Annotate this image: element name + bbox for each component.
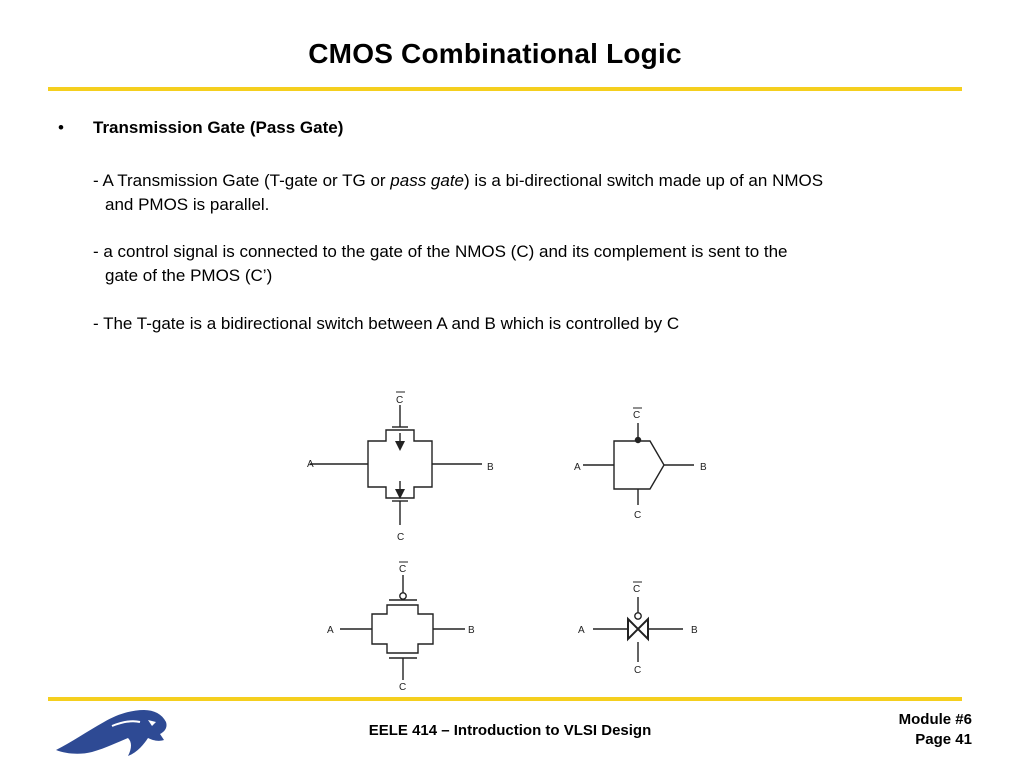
bottom-divider: [48, 697, 962, 701]
bl-label-cbar: C: [399, 564, 406, 575]
bl-label-a: A: [327, 625, 334, 636]
top-divider: [48, 87, 962, 91]
tgate-bowtie-symbol: [593, 597, 683, 662]
buffer-bubble-icon: [634, 436, 642, 444]
bullet-heading: Transmission Gate (Pass Gate): [93, 118, 344, 137]
slide-title: CMOS Combinational Logic: [308, 38, 682, 69]
page-number: Page 41: [915, 731, 972, 748]
pmos-bubble-icon: [399, 592, 407, 600]
br-label-c: C: [634, 665, 641, 676]
pass-gate-term: pass gate: [390, 171, 465, 190]
tgate-transistor-bubble: [340, 575, 465, 680]
br-label-cbar: C: [633, 584, 640, 595]
tl-label-cbar: C: [396, 395, 403, 406]
paragraph-definition: - A Transmission Gate (T-gate or TG or p…: [93, 169, 973, 217]
tl-label-c: C: [397, 532, 404, 543]
bl-label-c: C: [399, 682, 406, 693]
paragraph-control-line2: gate of the PMOS (C’): [105, 266, 273, 285]
bowtie-bubble-icon: [634, 612, 642, 620]
paragraph-definition-line2: and PMOS is parallel.: [105, 195, 270, 214]
transmission-gate-diagram: A B C C A B C C A B C C A B C C: [307, 391, 707, 693]
tr-label-c: C: [634, 510, 641, 521]
br-label-a: A: [578, 625, 585, 636]
tgate-transistor-arrows: [310, 405, 482, 525]
paragraph-definition-text-start: - A Transmission Gate (T-gate or TG or: [93, 171, 391, 190]
paragraph-control-line1: - a control signal is connected to the g…: [93, 242, 788, 261]
tr-label-b: B: [700, 462, 707, 473]
nmos-arrow-icon: [395, 489, 405, 499]
paragraph-control-signal: - a control signal is connected to the g…: [93, 240, 973, 288]
tgate-buffer-symbol: [583, 423, 694, 505]
bullet-marker: •: [58, 118, 64, 137]
module-number: Module #6: [898, 711, 972, 728]
paragraph-bidirectional-line1: - The T-gate is a bidirectional switch b…: [93, 314, 680, 333]
paragraph-bidirectional: - The T-gate is a bidirectional switch b…: [93, 312, 973, 336]
tr-label-a: A: [574, 462, 581, 473]
pmos-arrow-icon: [395, 441, 405, 451]
course-title: EELE 414 – Introduction to VLSI Design: [368, 722, 652, 739]
tr-label-cbar: C: [633, 410, 640, 421]
tl-label-b: B: [487, 462, 494, 473]
tl-label-a: A: [307, 459, 314, 470]
paragraph-definition-text-end: ) is a bi-directional switch made up of …: [464, 171, 824, 190]
br-label-b: B: [691, 625, 698, 636]
bl-label-b: B: [468, 625, 475, 636]
bobcat-logo-icon: [56, 710, 167, 756]
